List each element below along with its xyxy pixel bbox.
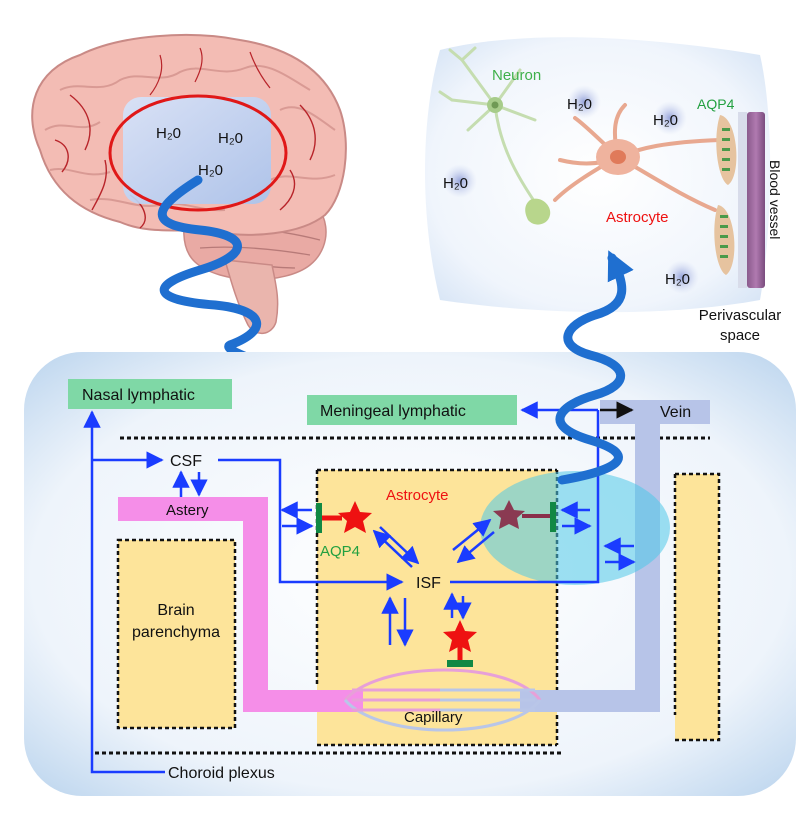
right-parenchyma-block [675, 474, 719, 740]
csf-to-isf-arrow [218, 458, 404, 591]
astrocyte-endfoot [714, 205, 735, 275]
nasal-lymphatic-label: Nasal lymphatic [82, 387, 195, 404]
perivascular-space-strip [738, 112, 747, 288]
brain-window [123, 97, 271, 204]
choroid-to-nasal-arrow [83, 410, 165, 774]
inset-water-label: H₂0 [653, 112, 678, 129]
capillary-label: Capillary [404, 709, 463, 726]
brain-water-label: H₂0 [218, 130, 243, 147]
water-glow [443, 164, 477, 198]
inset-astrocyte-label: Astrocyte [606, 209, 669, 226]
brain-illustration: H₂0 H₂0 H₂0 [31, 34, 347, 334]
inset-water-label: H₂0 [665, 271, 690, 288]
aqp4-bar [550, 502, 556, 532]
aqp4-label: AQP4 [320, 543, 360, 560]
inset-astrocyte [553, 103, 722, 212]
neuron-terminal [525, 198, 551, 225]
blood-vessel [747, 112, 765, 288]
vein-label: Vein [660, 404, 691, 421]
neuron-label: Neuron [492, 67, 541, 84]
artery-segment [243, 690, 363, 712]
capillary-vessel [343, 668, 542, 732]
choroid-plexus-label: Choroid plexus [168, 765, 275, 782]
inset-background [425, 37, 771, 313]
astery-label: Astery [166, 502, 209, 519]
water-glow [567, 85, 601, 119]
brain-parenchyma-block [118, 540, 235, 728]
cellular-inset: Neuron H₂0 H₂0 H₂0 H₂0 AQP4 Astrocyte Bl… [425, 37, 783, 344]
capillary-astrocyte-star-icon [443, 620, 477, 652]
aqp4-bar [316, 503, 322, 533]
brain-highlight-ring [108, 94, 288, 212]
brain-to-system-flow-arrow [157, 175, 313, 386]
blood-vessel-label: Blood vessel [767, 160, 783, 239]
perivascular-region [480, 471, 670, 585]
water-glow [665, 260, 699, 294]
inset-water-label: H₂0 [443, 175, 468, 192]
perivascular-label-line1: Perivascular [699, 307, 782, 324]
astrocyte-star-icon [338, 501, 372, 533]
endfoot-astrocyte-star-icon [493, 500, 525, 529]
brain-water-label: H₂0 [198, 162, 223, 179]
isf-label: ISF [416, 575, 441, 592]
brain-parenchyma-label-line2: parenchyma [132, 624, 220, 641]
aqp4-bar [447, 660, 473, 667]
csf-label: CSF [170, 453, 202, 470]
inset-water-label: H₂0 [567, 96, 592, 113]
vein-segment [600, 400, 710, 424]
neuron-cell [438, 46, 542, 212]
inset-aqp4-label: AQP4 [697, 96, 735, 112]
meningeal-lymphatic-label: Meningeal lymphatic [320, 403, 466, 420]
astrocyte-label: Astrocyte [386, 487, 449, 504]
water-glow [653, 101, 687, 135]
brain-parenchyma-label-line1: Brain [157, 602, 194, 619]
aqp4-channels [720, 128, 730, 258]
system-to-inset-flow-arrow [555, 250, 634, 485]
artery-segment [243, 497, 268, 712]
nasal-lymphatic-box [68, 379, 232, 409]
brain-water-label: H₂0 [156, 125, 181, 142]
meningeal-lymphatic-box [307, 395, 517, 425]
vein-segment [520, 690, 660, 712]
perivascular-label-line2: space [720, 327, 760, 344]
